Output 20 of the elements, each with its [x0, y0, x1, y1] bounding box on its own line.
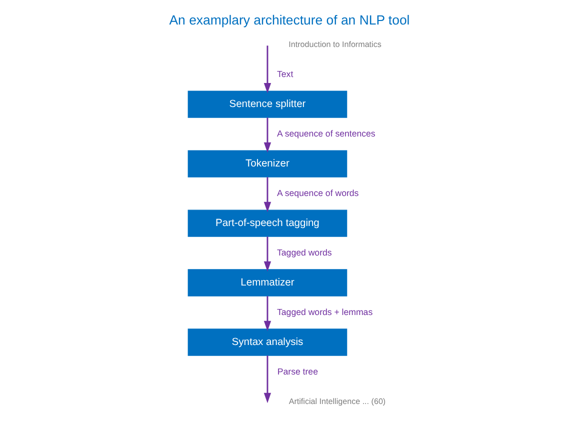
- edge-label: Tagged words: [277, 248, 332, 258]
- node-box: Part-of-speech tagging: [188, 210, 348, 237]
- label: Artificial Intelligence ... (60): [288, 396, 386, 406]
- arrow: [264, 356, 272, 404]
- edge-label: A sequence of sentences: [277, 128, 376, 139]
- node-box: Sentence splitter: [188, 90, 348, 118]
- label: Introduction to Informatics: [288, 40, 382, 49]
- node-box: Lemmatizer: [188, 269, 348, 296]
- edge-label: Parse tree: [277, 366, 318, 377]
- edge-label: A sequence of words: [277, 188, 359, 198]
- node-box: Syntax analysis: [188, 328, 348, 356]
- arrow: [264, 236, 272, 272]
- arrow: [264, 46, 272, 94]
- arrow: [264, 118, 272, 153]
- edge-label: Tagged words + lemmas: [277, 307, 373, 318]
- diagram-title: An examplary architecture of an NLP tool: [169, 12, 410, 28]
- arrow: [264, 296, 272, 332]
- arrow: [264, 177, 272, 212]
- edge-label: Text: [277, 69, 294, 80]
- node-box: Tokenizer: [188, 150, 348, 178]
